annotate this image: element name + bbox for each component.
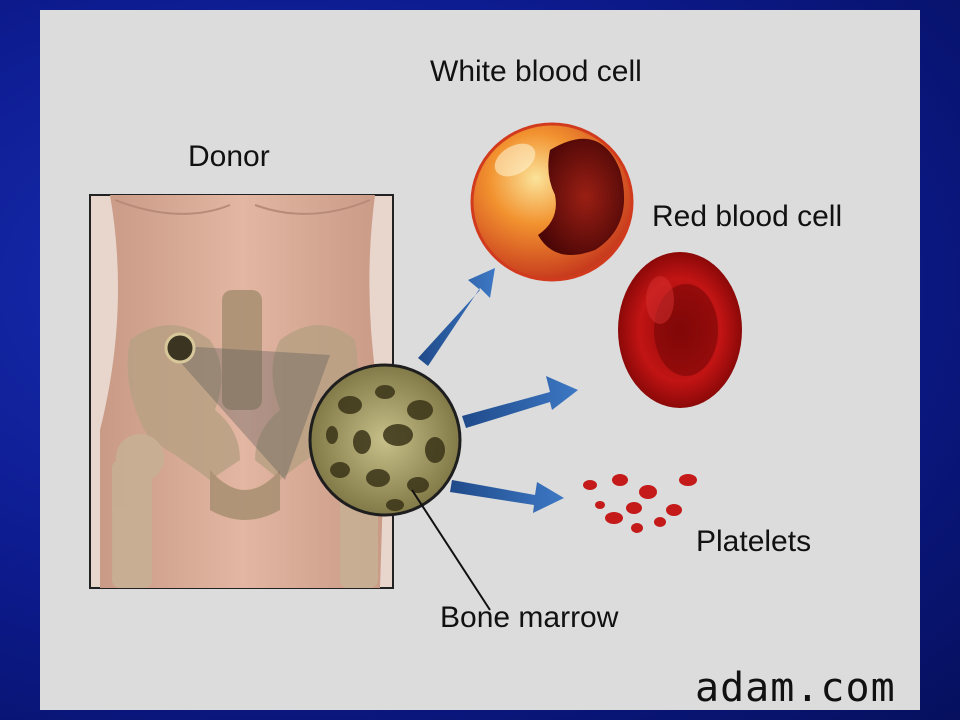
red-blood-cell <box>618 252 742 408</box>
white-blood-cell-label: White blood cell <box>430 55 642 88</box>
arrow-to-red-cell <box>462 376 578 428</box>
credit-text: adam.com <box>695 665 896 711</box>
bone-marrow-magnified <box>308 363 491 611</box>
arrow-to-platelets <box>450 480 564 513</box>
bone-marrow-pointer <box>411 489 491 611</box>
white-blood-cell <box>470 122 634 282</box>
platelets-cluster <box>583 474 697 533</box>
arrows <box>418 268 578 513</box>
platelets-label: Platelets <box>696 525 812 558</box>
diagram-panel: Donor White blood cell Red blood cell Pl… <box>40 10 920 711</box>
diagram-illustration <box>89 122 742 611</box>
bone-marrow-label: Bone marrow <box>440 601 619 634</box>
red-blood-cell-label: Red blood cell <box>652 200 843 233</box>
donor-label: Donor <box>188 140 270 173</box>
arrow-to-white-cell <box>418 268 495 366</box>
marrow-sample-site <box>164 332 196 364</box>
